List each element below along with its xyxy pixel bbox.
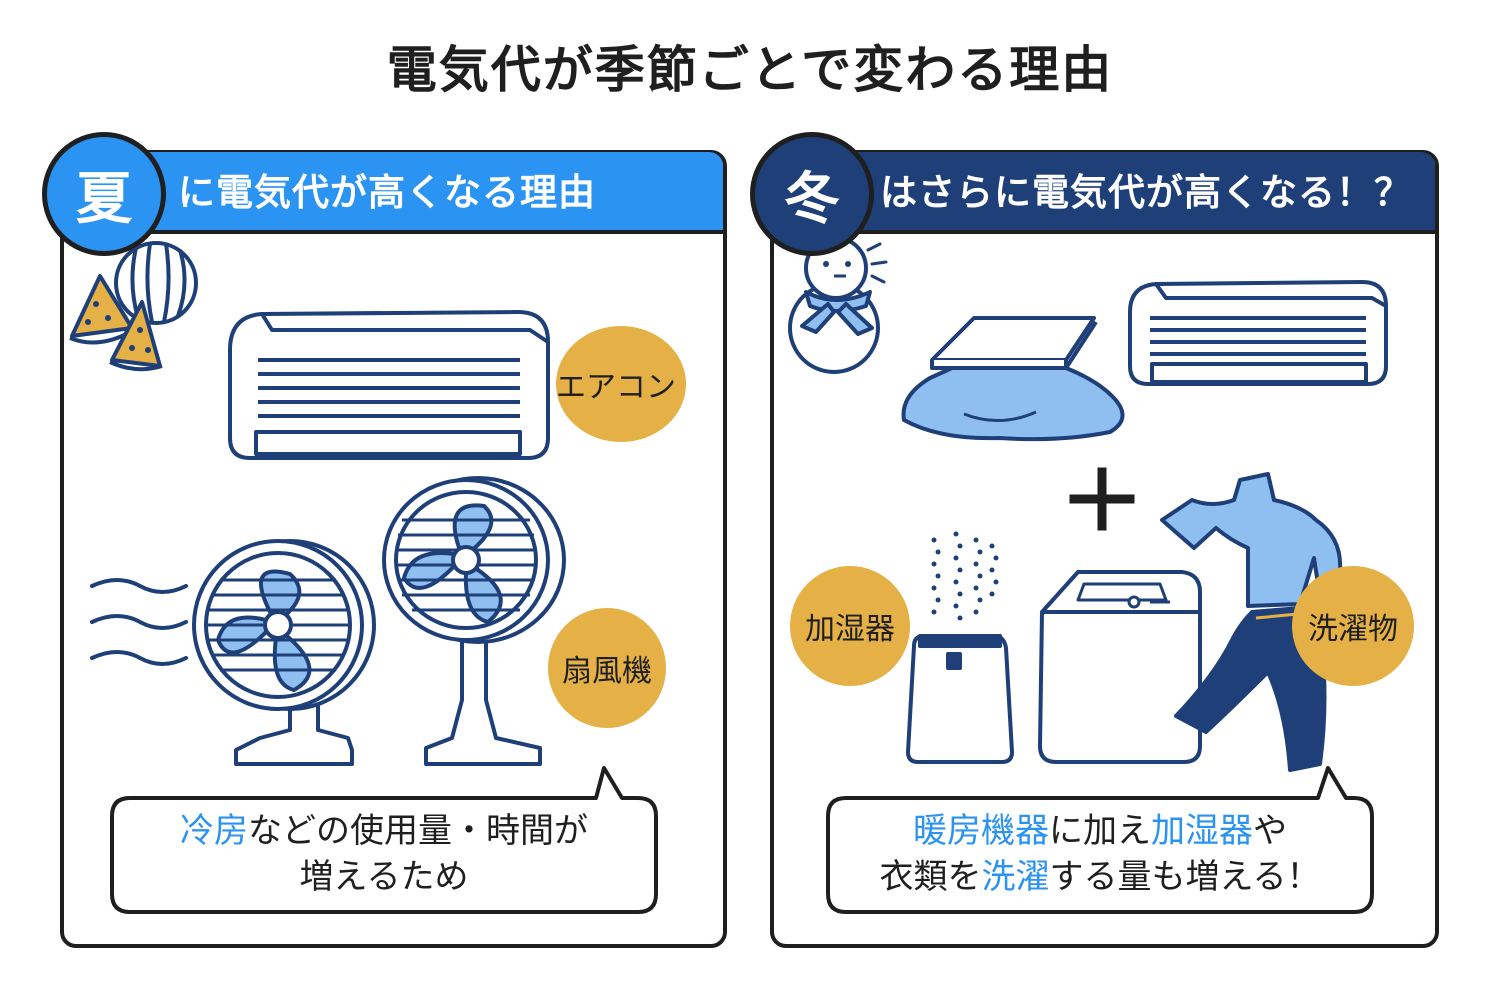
summer-highlight-cooling: 冷房 <box>180 811 248 851</box>
winter-bubble-seg4: や <box>1253 811 1287 851</box>
summer-header-banner <box>64 152 723 234</box>
winter-header-banner <box>774 152 1435 234</box>
page-title: 電気代が季節ごとで変わる理由 <box>386 41 1114 99</box>
summer-badge: 夏 <box>42 132 166 256</box>
winter-highlight-humidifier: 加湿器 <box>1151 811 1253 851</box>
winter-bubble-seg2: に加え <box>1049 811 1151 851</box>
winter-bubble-seg7: する量も増える！ <box>1049 857 1321 897</box>
winter-air-conditioner-icon <box>1128 280 1388 386</box>
winter-highlight-washing: 洗濯 <box>981 857 1050 897</box>
humidifier-label: 加湿器 <box>790 566 910 686</box>
summer-bubble-line1-rest: などの使用量・時間が <box>248 811 588 851</box>
air-conditioner-icon <box>228 310 550 460</box>
summer-bubble-text: 冷房などの使用量・時間が 増えるため <box>112 808 656 900</box>
winter-speech-bubble <box>826 766 1374 914</box>
snowman-icon <box>788 236 888 374</box>
winter-header-text: はさらに電気代が高くなる！？ <box>880 171 1412 214</box>
humidifier-icon <box>906 531 1014 764</box>
winter-bubble-line2: 衣類を洗濯する量も増える！ <box>828 854 1372 900</box>
winter-bubble-seg5: 衣類を <box>879 857 982 897</box>
fan-label: 扇風機 <box>548 608 666 728</box>
winter-highlight-heating: 暖房機器 <box>913 811 1049 851</box>
standing-fan-icon <box>382 476 566 766</box>
desk-fan-icon <box>192 539 376 766</box>
air-conditioner-label: エアコン <box>556 326 686 442</box>
wind-icon <box>90 578 188 666</box>
summer-bubble-line1: 冷房などの使用量・時間が <box>112 808 656 854</box>
winter-badge: 冬 <box>750 132 874 256</box>
winter-bubble-line1: 暖房機器に加え加湿器や <box>828 808 1372 854</box>
summer-speech-bubble <box>110 766 658 914</box>
watermelon-icon <box>69 241 198 372</box>
plus-icon <box>1069 467 1135 531</box>
summer-header-text: に電気代が高くなる理由 <box>178 171 596 214</box>
kotatsu-icon <box>901 316 1125 442</box>
laundry-label: 洗濯物 <box>1292 566 1414 686</box>
summer-bubble-line2: 増えるため <box>299 857 469 897</box>
washing-machine-icon <box>1038 570 1202 764</box>
winter-bubble-text: 暖房機器に加え加湿器や 衣類を洗濯する量も増える！ <box>828 808 1372 900</box>
